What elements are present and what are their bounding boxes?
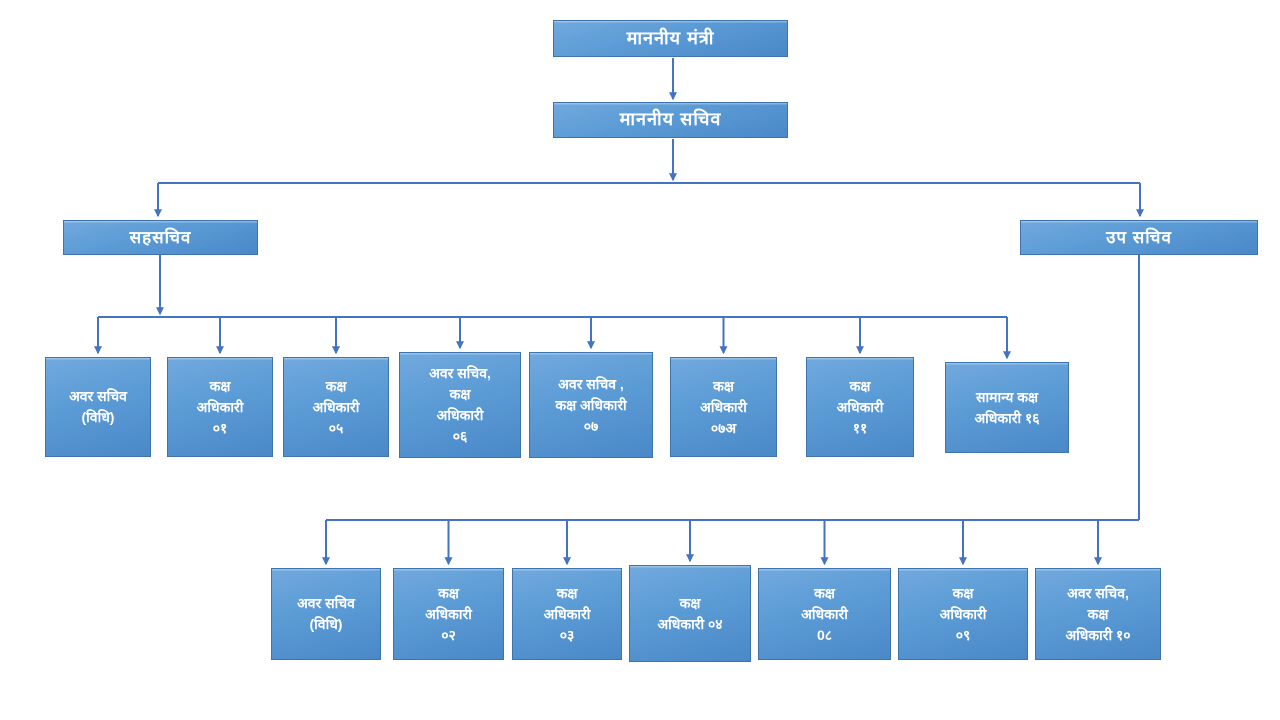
org-box-row-b-7: अवर सचिव, कक्ष अधिकारी १० [1035, 568, 1161, 660]
org-box-row-b-3: कक्ष अधिकारी ०३ [512, 568, 622, 660]
org-box-row-a-6: कक्ष अधिकारी ०७अ [670, 357, 777, 457]
org-box-row-b-5: कक्ष अधिकारी 0८ [758, 568, 891, 660]
org-box-row-a-1: अवर सचिव (विधि) [45, 357, 151, 457]
org-box-row-a-4: अवर सचिव, कक्ष अधिकारी ०६ [399, 352, 521, 458]
org-box-row-b-1: अवर सचिव (विधि) [271, 568, 381, 660]
org-box-joint-secretary: सहसचिव [63, 220, 258, 255]
org-box-secretary: माननीय सचिव [553, 102, 788, 138]
org-box-row-b-6: कक्ष अधिकारी ०९ [898, 568, 1028, 660]
org-box-row-b-4: कक्ष अधिकारी ०४ [629, 565, 751, 662]
org-box-row-a-2: कक्ष अधिकारी ०१ [167, 357, 273, 457]
org-box-deputy-secretary: उप सचिव [1020, 220, 1258, 255]
org-box-row-b-2: कक्ष अधिकारी ०२ [393, 568, 504, 660]
org-box-row-a-3: कक्ष अधिकारी ०५ [283, 357, 389, 457]
org-box-row-a-8: सामान्य कक्ष अधिकारी १६ [945, 362, 1069, 453]
org-box-minister: माननीय मंत्री [553, 20, 788, 57]
org-box-row-a-5: अवर सचिव , कक्ष अधिकारी ०७ [529, 352, 653, 458]
org-box-row-a-7: कक्ष अधिकारी ११ [806, 357, 914, 457]
